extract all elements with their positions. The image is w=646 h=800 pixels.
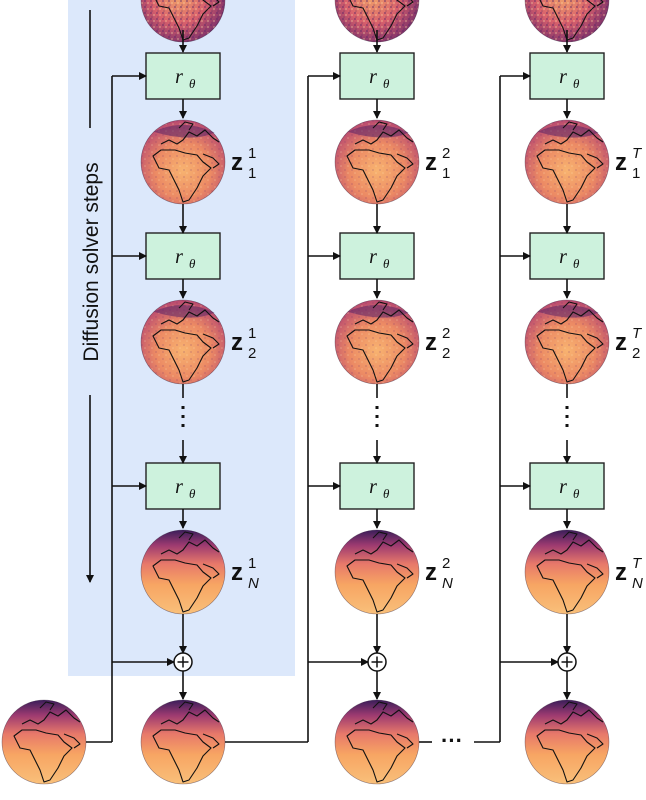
state-base: z xyxy=(231,149,243,176)
state-subscript: 2 xyxy=(442,345,450,362)
state-superscript: 2 xyxy=(442,555,450,572)
block-label: r xyxy=(175,476,183,498)
state-base: z xyxy=(425,329,437,356)
noise-globe-icon xyxy=(524,0,610,43)
sum-node xyxy=(173,652,193,672)
state-subscript: N xyxy=(442,575,453,592)
state-superscript: T xyxy=(632,145,643,162)
noise-globe-icon xyxy=(334,0,420,43)
block-subscript: θ xyxy=(189,76,196,91)
block-subscript: θ xyxy=(189,486,196,501)
state-globe-icon xyxy=(140,529,226,615)
state-globe-icon xyxy=(524,299,610,385)
state-subscript: N xyxy=(248,575,259,592)
block-label: r xyxy=(559,66,567,88)
state-globe-icon xyxy=(524,529,610,615)
state-superscript: 2 xyxy=(442,145,450,162)
block-label: r xyxy=(559,476,567,498)
block-subscript: θ xyxy=(383,486,390,501)
output-globe-icon xyxy=(140,699,226,785)
state-superscript: 1 xyxy=(248,145,256,162)
state-subscript: 1 xyxy=(442,165,450,182)
state-globe-icon xyxy=(140,299,226,385)
block-label: r xyxy=(369,66,377,88)
state-base: z xyxy=(425,149,437,176)
output-globe-icon xyxy=(524,699,610,785)
state-superscript: 2 xyxy=(442,325,450,342)
sum-node xyxy=(557,652,577,672)
state-subscript: N xyxy=(632,575,643,592)
input-globe-icon xyxy=(1,699,87,785)
state-superscript: 1 xyxy=(248,325,256,342)
block-subscript: θ xyxy=(383,256,390,271)
horizontal-ellipsis: ··· xyxy=(441,728,463,753)
state-base: z xyxy=(615,559,627,586)
state-subscript: 2 xyxy=(632,345,640,362)
sum-node xyxy=(367,652,387,672)
block-label: r xyxy=(559,246,567,268)
block-label: r xyxy=(175,246,183,268)
block-label: r xyxy=(175,66,183,88)
block-subscript: θ xyxy=(189,256,196,271)
state-base: z xyxy=(425,559,437,586)
block-subscript: θ xyxy=(573,76,580,91)
state-base: z xyxy=(615,329,627,356)
block-subscript: θ xyxy=(573,256,580,271)
state-subscript: 2 xyxy=(248,345,256,362)
state-base: z xyxy=(231,329,243,356)
state-base: z xyxy=(231,559,243,586)
block-label: r xyxy=(369,476,377,498)
state-globe-icon xyxy=(334,299,420,385)
block-label: r xyxy=(369,246,377,268)
state-globe-icon xyxy=(524,119,610,205)
state-base: z xyxy=(615,149,627,176)
state-superscript: T xyxy=(632,325,643,342)
state-globe-icon xyxy=(334,119,420,205)
state-superscript: 1 xyxy=(248,555,256,572)
state-subscript: 1 xyxy=(248,165,256,182)
block-subscript: θ xyxy=(573,486,580,501)
state-superscript: T xyxy=(632,555,643,572)
state-subscript: 1 xyxy=(632,165,640,182)
sidebar-axis: Diffusion solver steps xyxy=(80,10,103,583)
output-globe-icon xyxy=(334,699,420,785)
sidebar-label: Diffusion solver steps xyxy=(80,162,103,361)
state-globe-icon xyxy=(140,119,226,205)
block-subscript: θ xyxy=(383,76,390,91)
state-globe-icon xyxy=(334,529,420,615)
